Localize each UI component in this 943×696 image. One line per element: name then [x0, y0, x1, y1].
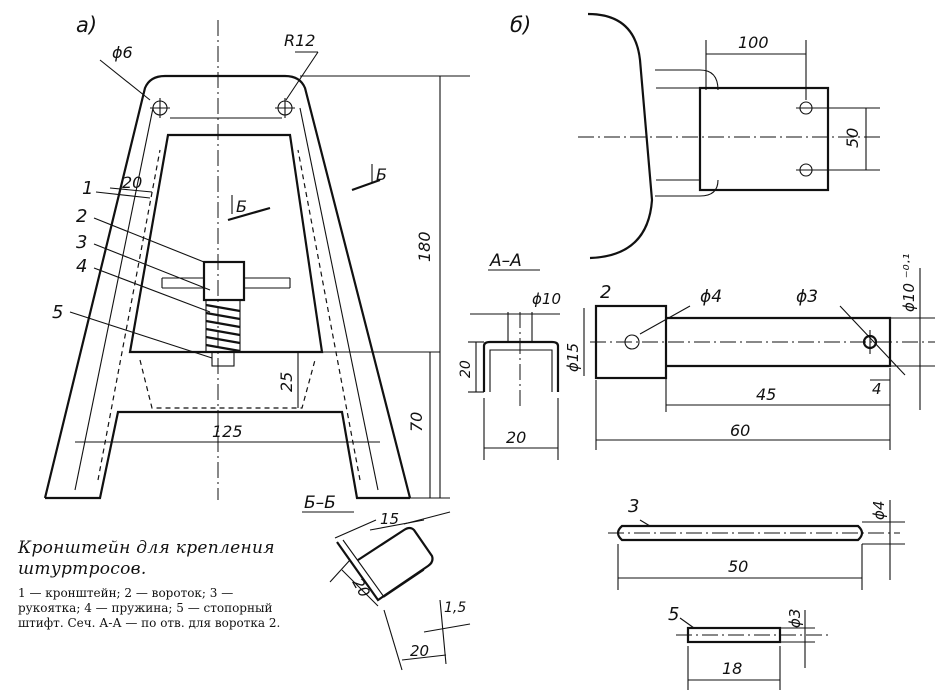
view-b-mount: [578, 12, 880, 260]
section-aa: [468, 269, 585, 460]
dim-20-bb-h: 20: [349, 575, 374, 601]
part-2-handle: [590, 268, 935, 450]
dim-125: 125: [212, 422, 243, 441]
dim-180: 180: [415, 231, 434, 262]
dim-60: 60: [730, 421, 750, 440]
dim-20-bb-w: 20: [410, 642, 429, 660]
dim-70: 70: [407, 412, 426, 432]
view-a-dimension-lines: [69, 51, 470, 499]
dim-45: 45: [756, 385, 776, 404]
part-number-5: 5: [52, 302, 63, 323]
part-number-2-handle: 2: [600, 282, 611, 303]
view-label-a: а): [76, 13, 97, 37]
dim-15-bb: 15: [380, 510, 399, 528]
dim-4: 4: [872, 380, 882, 398]
dim-phi10-tolerance: ϕ10 ⁻⁰·¹: [900, 254, 918, 312]
dim-18: 18: [722, 659, 742, 678]
part-number-2: 2: [76, 206, 87, 227]
dim-25: 25: [277, 372, 296, 392]
figure-caption: Кронштейн для крепления штуртросов. 1 — …: [18, 538, 288, 631]
dim-1-5: 1,5: [444, 600, 466, 616]
dim-100: 100: [738, 33, 769, 52]
view-a-bracket: [43, 20, 412, 500]
section-label-aa: А–А: [489, 251, 522, 271]
dim-phi4-rod: ϕ4: [870, 501, 888, 520]
cut-mark-left: Б: [236, 197, 247, 216]
dim-50-rod: 50: [728, 557, 748, 576]
dim-phi10: ϕ10: [532, 290, 561, 308]
part-number-4: 4: [76, 256, 87, 277]
dim-50-view-b: 50: [843, 128, 862, 148]
dim-phi6: ϕ6: [112, 43, 133, 62]
dim-phi4: ϕ4: [700, 287, 722, 307]
part-number-3: 3: [76, 232, 87, 253]
part-number-1: 1: [82, 178, 93, 199]
part-number-3-rod: 3: [628, 496, 639, 517]
part-3-rod: [608, 500, 905, 590]
dim-r12: R12: [284, 31, 315, 50]
dim-20-aa-h: 20: [458, 360, 474, 378]
dim-20-side: 20: [122, 173, 142, 192]
caption-title: Кронштейн для крепления штуртросов.: [18, 538, 275, 579]
dim-phi3: ϕ3: [796, 287, 818, 307]
caption-legend: 1 — кронштейн; 2 — вороток; 3 — рукоятка…: [18, 586, 281, 630]
dim-20-aa-w: 20: [506, 428, 526, 447]
section-label-bb: Б–Б: [304, 493, 336, 513]
dim-phi15: ϕ15: [564, 343, 582, 372]
cut-mark-right: Б: [376, 165, 387, 184]
dim-phi3-pin: ϕ3: [786, 609, 804, 628]
part-5-pin: [676, 610, 830, 690]
view-label-b: б): [510, 13, 531, 37]
part-number-5-pin: 5: [668, 604, 679, 625]
section-bb: [302, 511, 471, 671]
